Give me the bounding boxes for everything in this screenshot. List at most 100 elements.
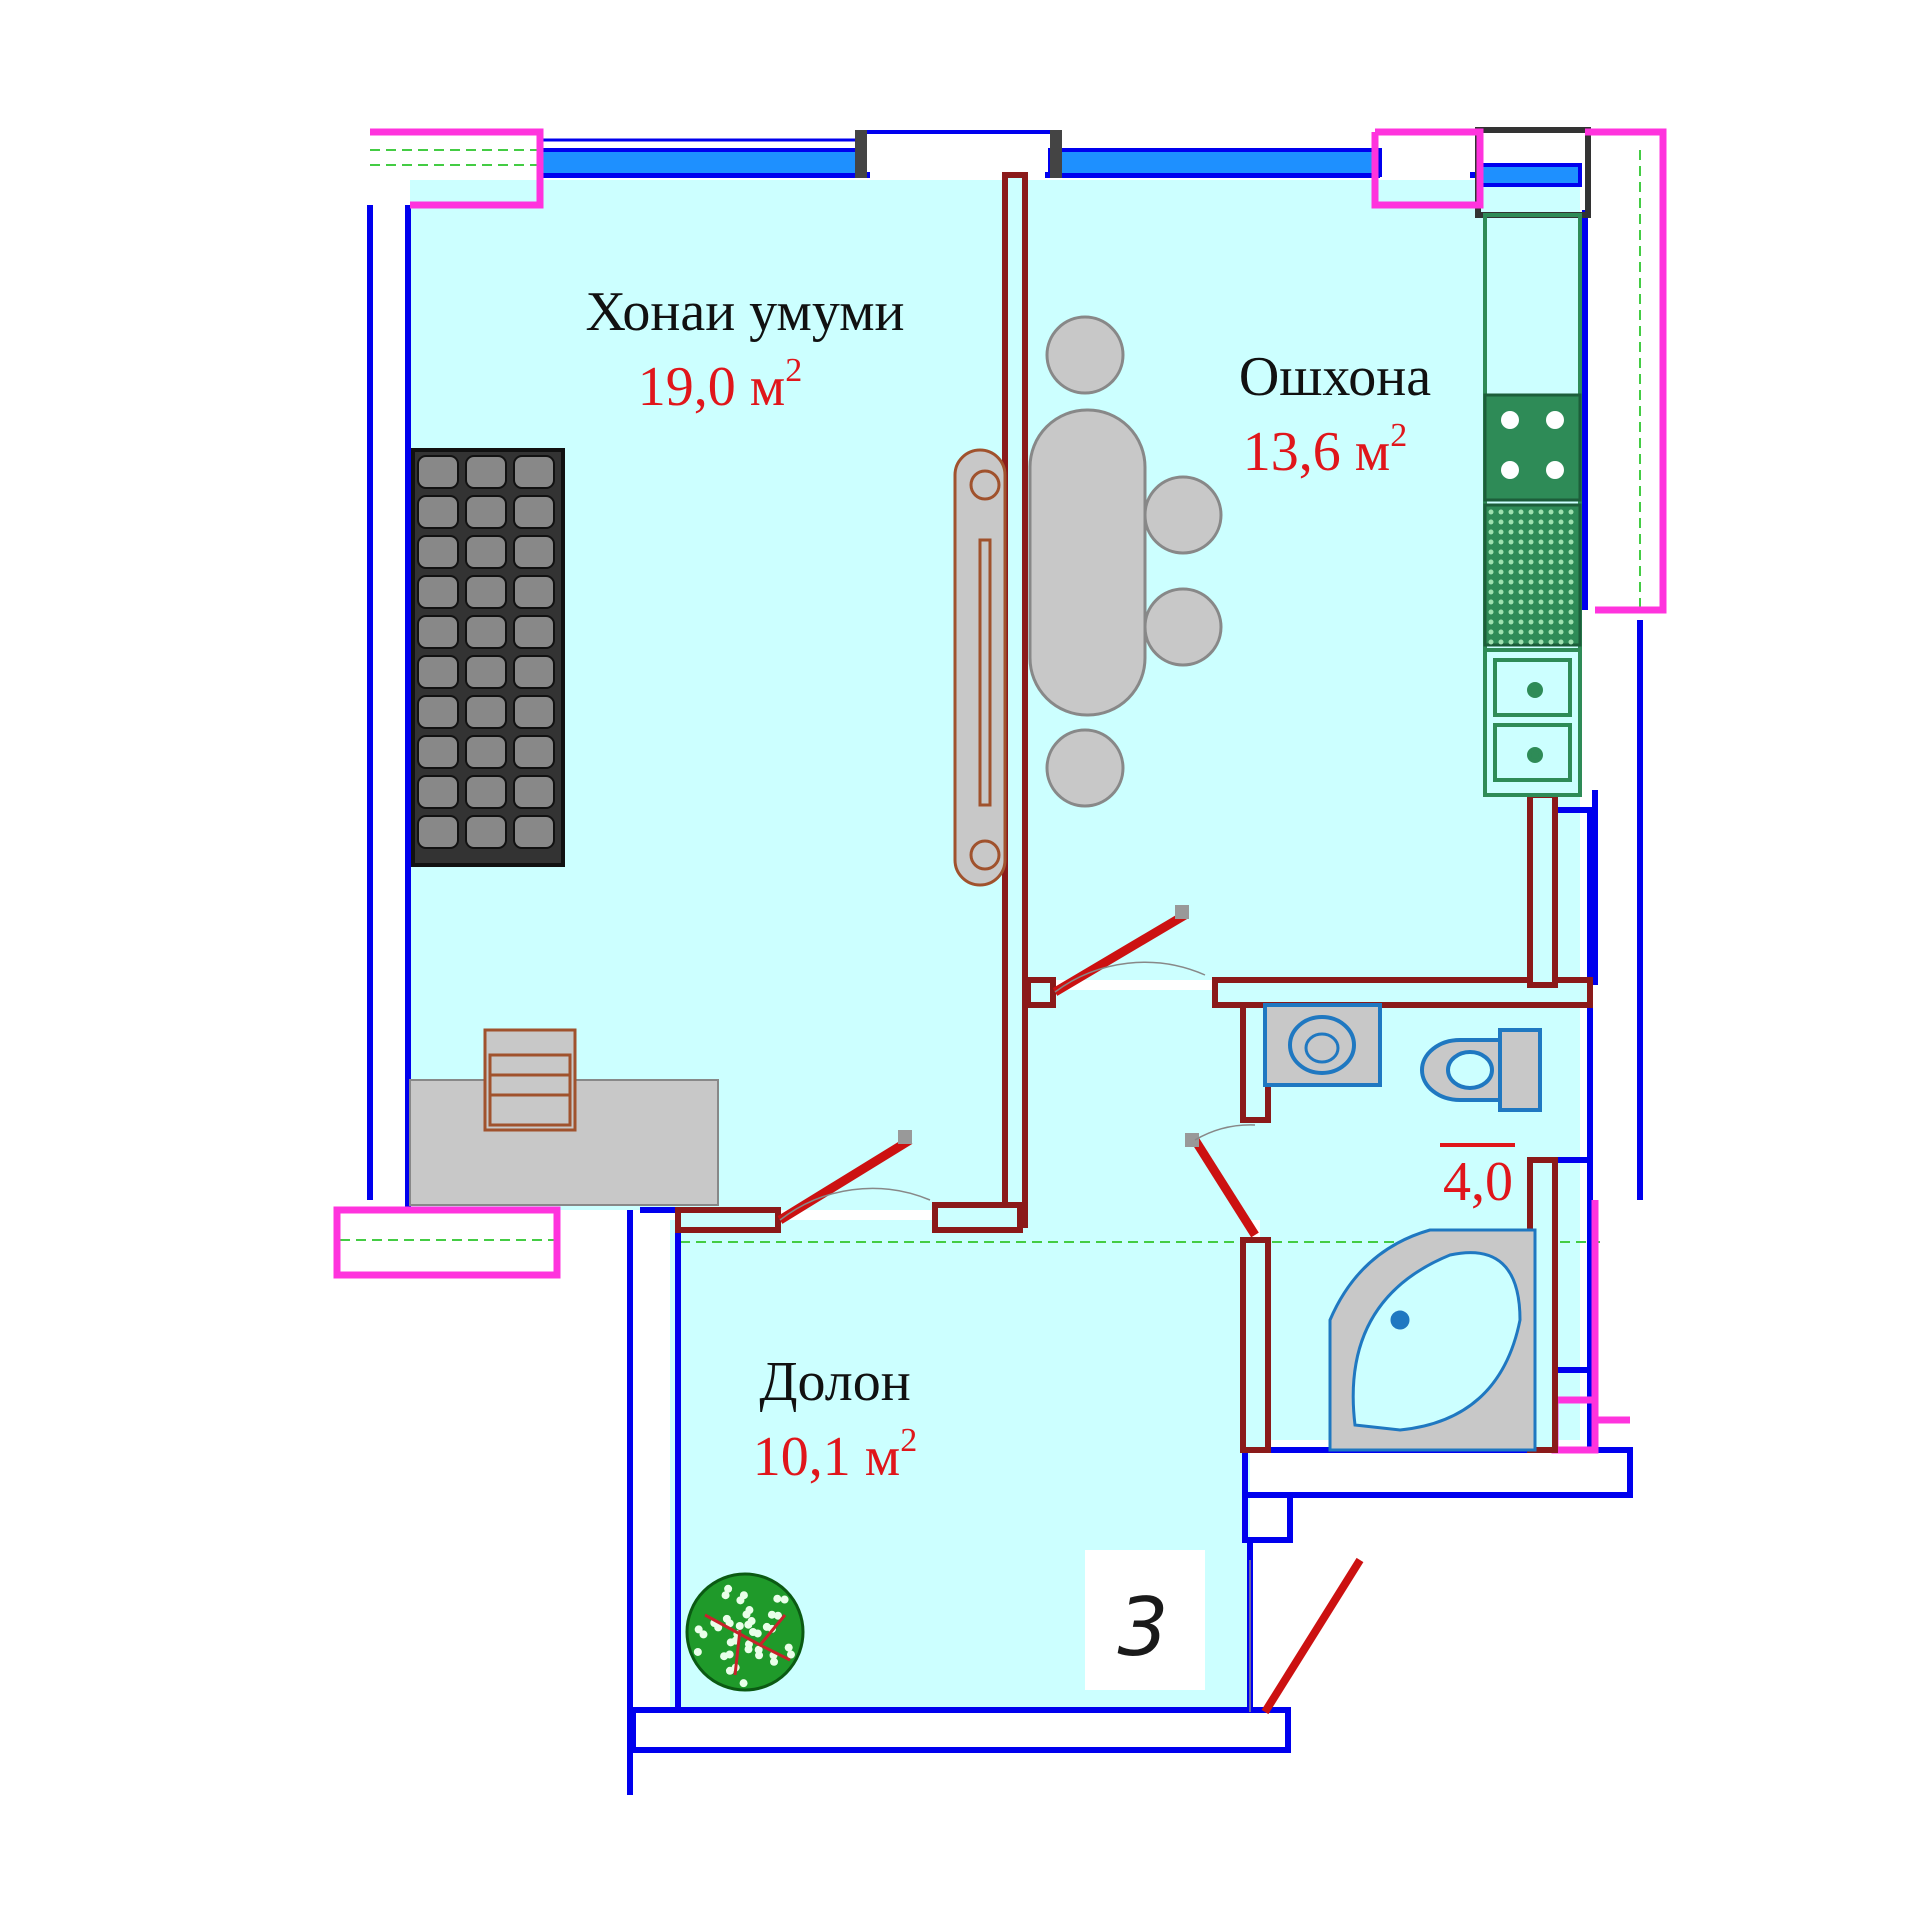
sofa-cushion xyxy=(513,535,555,569)
sofa-cushion xyxy=(513,775,555,809)
counter-texture-dot xyxy=(1518,559,1524,565)
counter-texture-dot xyxy=(1538,509,1544,515)
counter-texture-dot xyxy=(1488,539,1494,545)
kitchen-sink-icon xyxy=(1483,648,1582,797)
window-frames xyxy=(333,128,1667,1454)
counter-texture-dot xyxy=(1518,629,1524,635)
counter-texture-dot xyxy=(1568,549,1574,555)
counter-texture-dot xyxy=(1558,569,1564,575)
counter-texture-dot xyxy=(1508,589,1514,595)
counter-texture-dot xyxy=(1548,559,1554,565)
counter-texture-dot xyxy=(1568,509,1574,515)
counter-texture-dot xyxy=(1568,539,1574,545)
counter-texture-dot xyxy=(1568,599,1574,605)
counter-texture-dot xyxy=(1518,519,1524,525)
counter-texture-dot xyxy=(1548,609,1554,615)
plant-leaf-highlight xyxy=(739,1679,748,1688)
counter-texture-dot xyxy=(1548,569,1554,575)
counter-texture-dot xyxy=(1488,639,1494,645)
sofa-cushion xyxy=(465,655,507,689)
counter-texture-dot xyxy=(1508,569,1514,575)
counter-texture-dot xyxy=(1538,529,1544,535)
counter-texture-dot xyxy=(1498,579,1504,585)
chair-icon xyxy=(1143,587,1223,667)
kitchen-area: 13,6 м2 xyxy=(1243,417,1407,483)
plant-leaf-highlight xyxy=(725,1666,734,1675)
dining-chairs xyxy=(1045,315,1223,808)
counter-texture-dot xyxy=(1518,549,1524,555)
counter-texture-dot xyxy=(1568,559,1574,565)
plant-icon xyxy=(685,1572,805,1692)
counter-texture-dot xyxy=(1518,609,1524,615)
doors xyxy=(777,905,1364,1715)
counter-texture-dot xyxy=(1518,509,1524,515)
sofa-cushion xyxy=(465,535,507,569)
counter-texture-dot xyxy=(1498,569,1504,575)
window-glass-2 xyxy=(1048,148,1382,177)
counter-texture-dot xyxy=(1538,569,1544,575)
counter-texture-dot xyxy=(1508,539,1514,545)
plant-leaf-highlight xyxy=(770,1657,779,1666)
counter-texture-dot xyxy=(1548,519,1554,525)
plant-leaf-highlight xyxy=(780,1595,789,1604)
counter-texture-dot xyxy=(1528,509,1534,515)
sofa-cushion xyxy=(417,455,459,489)
counter-texture-dot xyxy=(1508,529,1514,535)
sofa-cushion xyxy=(513,495,555,529)
hall-name: Долон xyxy=(759,1351,910,1413)
plant-leaf-highlight xyxy=(773,1594,782,1603)
door-bathroom xyxy=(1191,1137,1259,1238)
counter-texture-dot xyxy=(1538,579,1544,585)
counter-texture-dot xyxy=(1528,619,1534,625)
plant-leaf-highlight xyxy=(722,1614,731,1623)
bathroom-area: 4,0 xyxy=(1443,1151,1513,1213)
counter-texture-dot xyxy=(1498,629,1504,635)
wardrobe-icon xyxy=(953,448,1007,887)
counter-texture-dot xyxy=(1528,579,1534,585)
plant-leaf-highlight xyxy=(755,1651,764,1660)
counter-texture-dot xyxy=(1488,589,1494,595)
dining-table-icon xyxy=(1028,408,1147,717)
counter-texture-dot xyxy=(1508,629,1514,635)
counter-texture-dot xyxy=(1488,579,1494,585)
counter-texture-dot xyxy=(1518,589,1524,595)
plant-leaf-highlight xyxy=(720,1652,729,1661)
counter-texture-dot xyxy=(1488,519,1494,525)
sofa-cushion xyxy=(417,575,459,609)
counter-texture-dot xyxy=(1538,629,1544,635)
counter-texture-dot xyxy=(1488,529,1494,535)
sofa-cushion xyxy=(417,615,459,649)
counter-texture-dot xyxy=(1528,589,1534,595)
sofa-cushion xyxy=(465,695,507,729)
plant-leaf-highlight xyxy=(721,1591,730,1600)
counter-texture-dot xyxy=(1568,629,1574,635)
counter-texture-dot xyxy=(1498,539,1504,545)
counter-texture-dot xyxy=(1548,629,1554,635)
counter-texture-dot xyxy=(1508,639,1514,645)
counter-texture-dot xyxy=(1548,589,1554,595)
plant-leaf-highlight xyxy=(774,1611,783,1620)
stove-icon xyxy=(1483,393,1582,502)
hall-area: 10,1 м2 xyxy=(753,1422,917,1488)
toilet-icon xyxy=(1420,1028,1542,1112)
plant-leaf-highlight xyxy=(767,1610,776,1619)
plant-leaf-highlight xyxy=(784,1643,793,1652)
window-glass-1 xyxy=(538,148,862,177)
counter-texture-dot xyxy=(1558,589,1564,595)
counter-texture-dot xyxy=(1528,629,1534,635)
counter-texture-dot xyxy=(1568,609,1574,615)
counter-texture-dot xyxy=(1528,609,1534,615)
chair-icon xyxy=(1143,475,1223,555)
door-entrance xyxy=(1261,1557,1364,1715)
sofa-cushion xyxy=(465,575,507,609)
plant-leaf-highlight xyxy=(747,1617,756,1626)
sofa-cushion xyxy=(513,655,555,689)
counter-texture-dot xyxy=(1538,539,1544,545)
chair-icon xyxy=(483,1028,577,1132)
plan-tag: 3 xyxy=(1085,1550,1205,1690)
counter-texture-dot xyxy=(1498,519,1504,525)
plan-tag-number: 3 xyxy=(1118,1581,1169,1674)
counter-texture-dot xyxy=(1558,529,1564,535)
counter-texture-dot xyxy=(1538,619,1544,625)
plant-leaf-highlight xyxy=(739,1591,748,1600)
